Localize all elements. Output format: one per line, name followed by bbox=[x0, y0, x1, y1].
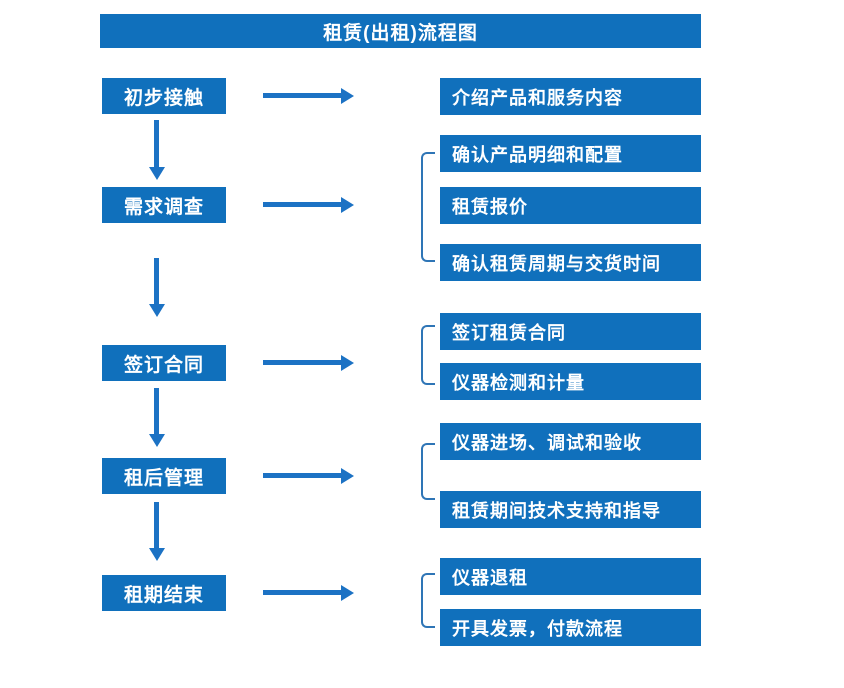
detail-confirm-period-delivery: 确认租赁周期与交货时间 bbox=[440, 244, 701, 281]
detail-intro-products: 介绍产品和服务内容 bbox=[440, 78, 701, 115]
detail-sign-rental-contract: 签订租赁合同 bbox=[440, 313, 701, 350]
detail-rental-tech-support: 租赁期间技术支持和指导 bbox=[440, 491, 701, 528]
step-demand-survey: 需求调查 bbox=[102, 187, 226, 223]
step-initial-contact: 初步接触 bbox=[102, 78, 226, 114]
detail-instrument-return: 仪器退租 bbox=[440, 558, 701, 595]
page-title: 租赁(出租)流程图 bbox=[100, 14, 701, 48]
step-post-rental-management: 租后管理 bbox=[102, 458, 226, 494]
group-bracket-icon bbox=[421, 573, 435, 628]
detail-confirm-details-config: 确认产品明细和配置 bbox=[440, 135, 701, 172]
step-lease-end: 租期结束 bbox=[102, 575, 226, 611]
down-arrow-icon bbox=[154, 388, 159, 434]
detail-rental-quote: 租赁报价 bbox=[440, 187, 701, 224]
group-bracket-icon bbox=[421, 443, 435, 500]
detail-invoice-payment: 开具发票，付款流程 bbox=[440, 609, 701, 646]
right-arrow-icon bbox=[263, 473, 341, 478]
detail-instrument-setup-acceptance: 仪器进场、调试和验收 bbox=[440, 423, 701, 460]
down-arrow-icon bbox=[154, 120, 159, 167]
group-bracket-icon bbox=[421, 325, 435, 385]
right-arrow-icon bbox=[263, 202, 341, 207]
right-arrow-icon bbox=[263, 590, 341, 595]
step-sign-contract: 签订合同 bbox=[102, 345, 226, 381]
down-arrow-icon bbox=[154, 258, 159, 304]
right-arrow-icon bbox=[263, 93, 341, 98]
group-bracket-icon bbox=[421, 152, 435, 262]
detail-instrument-inspection: 仪器检测和计量 bbox=[440, 363, 701, 400]
down-arrow-icon bbox=[154, 502, 159, 548]
right-arrow-icon bbox=[263, 360, 341, 365]
